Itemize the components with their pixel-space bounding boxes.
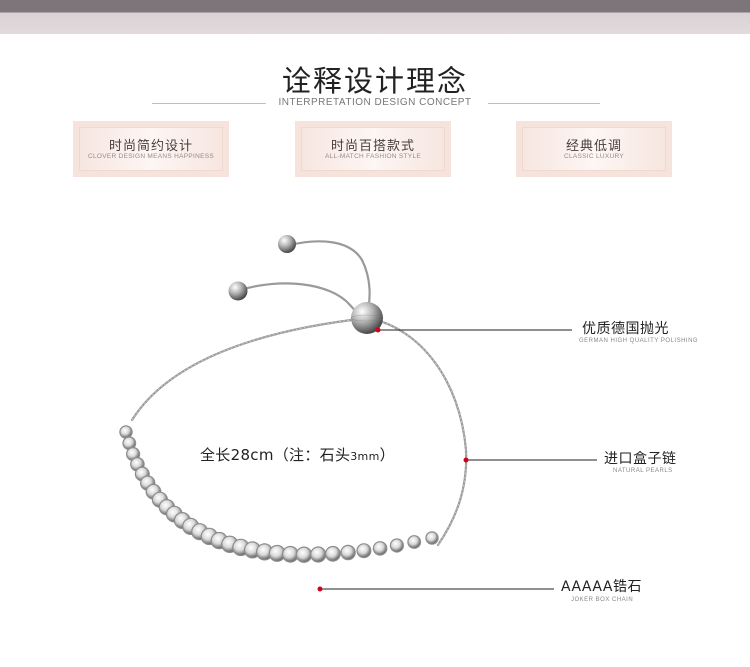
callout-marker-polish bbox=[375, 327, 381, 333]
zircon-stone bbox=[374, 542, 387, 555]
zircon-stone bbox=[341, 546, 355, 559]
chain-end-ball-lower bbox=[228, 281, 248, 301]
zircon-stone bbox=[297, 547, 311, 562]
callout-polish-caption: GERMAN HIGH QUALITY POLISHING bbox=[579, 338, 699, 344]
page-title: 诠释设计理念 bbox=[281, 64, 468, 98]
feature-badge-caption: CLOVER DESIGN MEANS HAPPINESS bbox=[87, 153, 215, 160]
feature-badge-label: 时尚百搭款式 bbox=[330, 139, 415, 154]
length-note-stone-size: 3mm bbox=[350, 450, 380, 463]
callout-polish-label: 优质德国抛光 bbox=[582, 321, 669, 337]
callout-lines bbox=[320, 329, 597, 590]
callout-marker-chain bbox=[463, 457, 469, 463]
length-note-main: 全长28cm（注：石头 bbox=[200, 446, 351, 464]
callout-marker-zircon bbox=[317, 586, 323, 592]
feature-badge-caption: ALL-MATCH FASHION STYLE bbox=[325, 153, 421, 160]
top-banner-bar bbox=[0, 0, 750, 34]
length-note: 全长28cm（注：石头3mm） bbox=[200, 444, 395, 465]
zircon-stone bbox=[120, 426, 132, 438]
zircon-stone bbox=[257, 544, 272, 560]
zircon-stone bbox=[408, 536, 420, 548]
chain-tail-upper bbox=[288, 240, 371, 312]
slider-bead bbox=[351, 302, 383, 334]
length-note-end: ） bbox=[379, 446, 395, 464]
feature-badge-caption: CLASSIC LUXURY bbox=[563, 153, 625, 160]
title-divider-left bbox=[152, 103, 266, 104]
zircon-stone bbox=[123, 437, 135, 449]
feature-badge-inner bbox=[522, 127, 666, 171]
feature-badge-inner bbox=[79, 127, 223, 171]
chain-tail-lower bbox=[238, 282, 364, 320]
feature-badge-inner bbox=[301, 127, 445, 171]
callout-chain-caption: NATURAL PEARLS bbox=[613, 468, 673, 474]
feature-badge-all-match: 时尚百搭款式 ALL-MATCH FASHION STYLE bbox=[295, 121, 451, 177]
callout-chain-label: 进口盒子链 bbox=[604, 451, 677, 467]
zircon-stone bbox=[127, 448, 139, 460]
callout-zircon-caption: JOKER BOX CHAIN bbox=[571, 597, 634, 603]
box-chain bbox=[130, 240, 468, 547]
chain-end-ball-upper bbox=[278, 235, 296, 253]
title-divider-right bbox=[488, 103, 600, 104]
feature-badge-label: 经典低调 bbox=[565, 139, 622, 154]
page-subtitle: INTERPRETATION DESIGN CONCEPT bbox=[278, 97, 472, 108]
zircon-stone bbox=[391, 539, 403, 552]
zircon-stone bbox=[326, 547, 340, 561]
feature-badge-classic: 经典低调 CLASSIC LUXURY bbox=[516, 121, 672, 177]
zircon-stone bbox=[269, 546, 285, 561]
zircon-stone bbox=[357, 544, 371, 557]
zircon-stone-row bbox=[119, 425, 439, 563]
callout-zircon-label: AAAAA锆石 bbox=[561, 579, 642, 595]
chain-loop bbox=[130, 316, 468, 547]
zircon-stone bbox=[426, 532, 438, 544]
zircon-stone bbox=[283, 547, 298, 562]
zircon-stone bbox=[311, 547, 326, 562]
feature-badge-label: 时尚简约设计 bbox=[108, 139, 193, 154]
feature-badge-simple-design: 时尚简约设计 CLOVER DESIGN MEANS HAPPINESS bbox=[73, 121, 229, 177]
